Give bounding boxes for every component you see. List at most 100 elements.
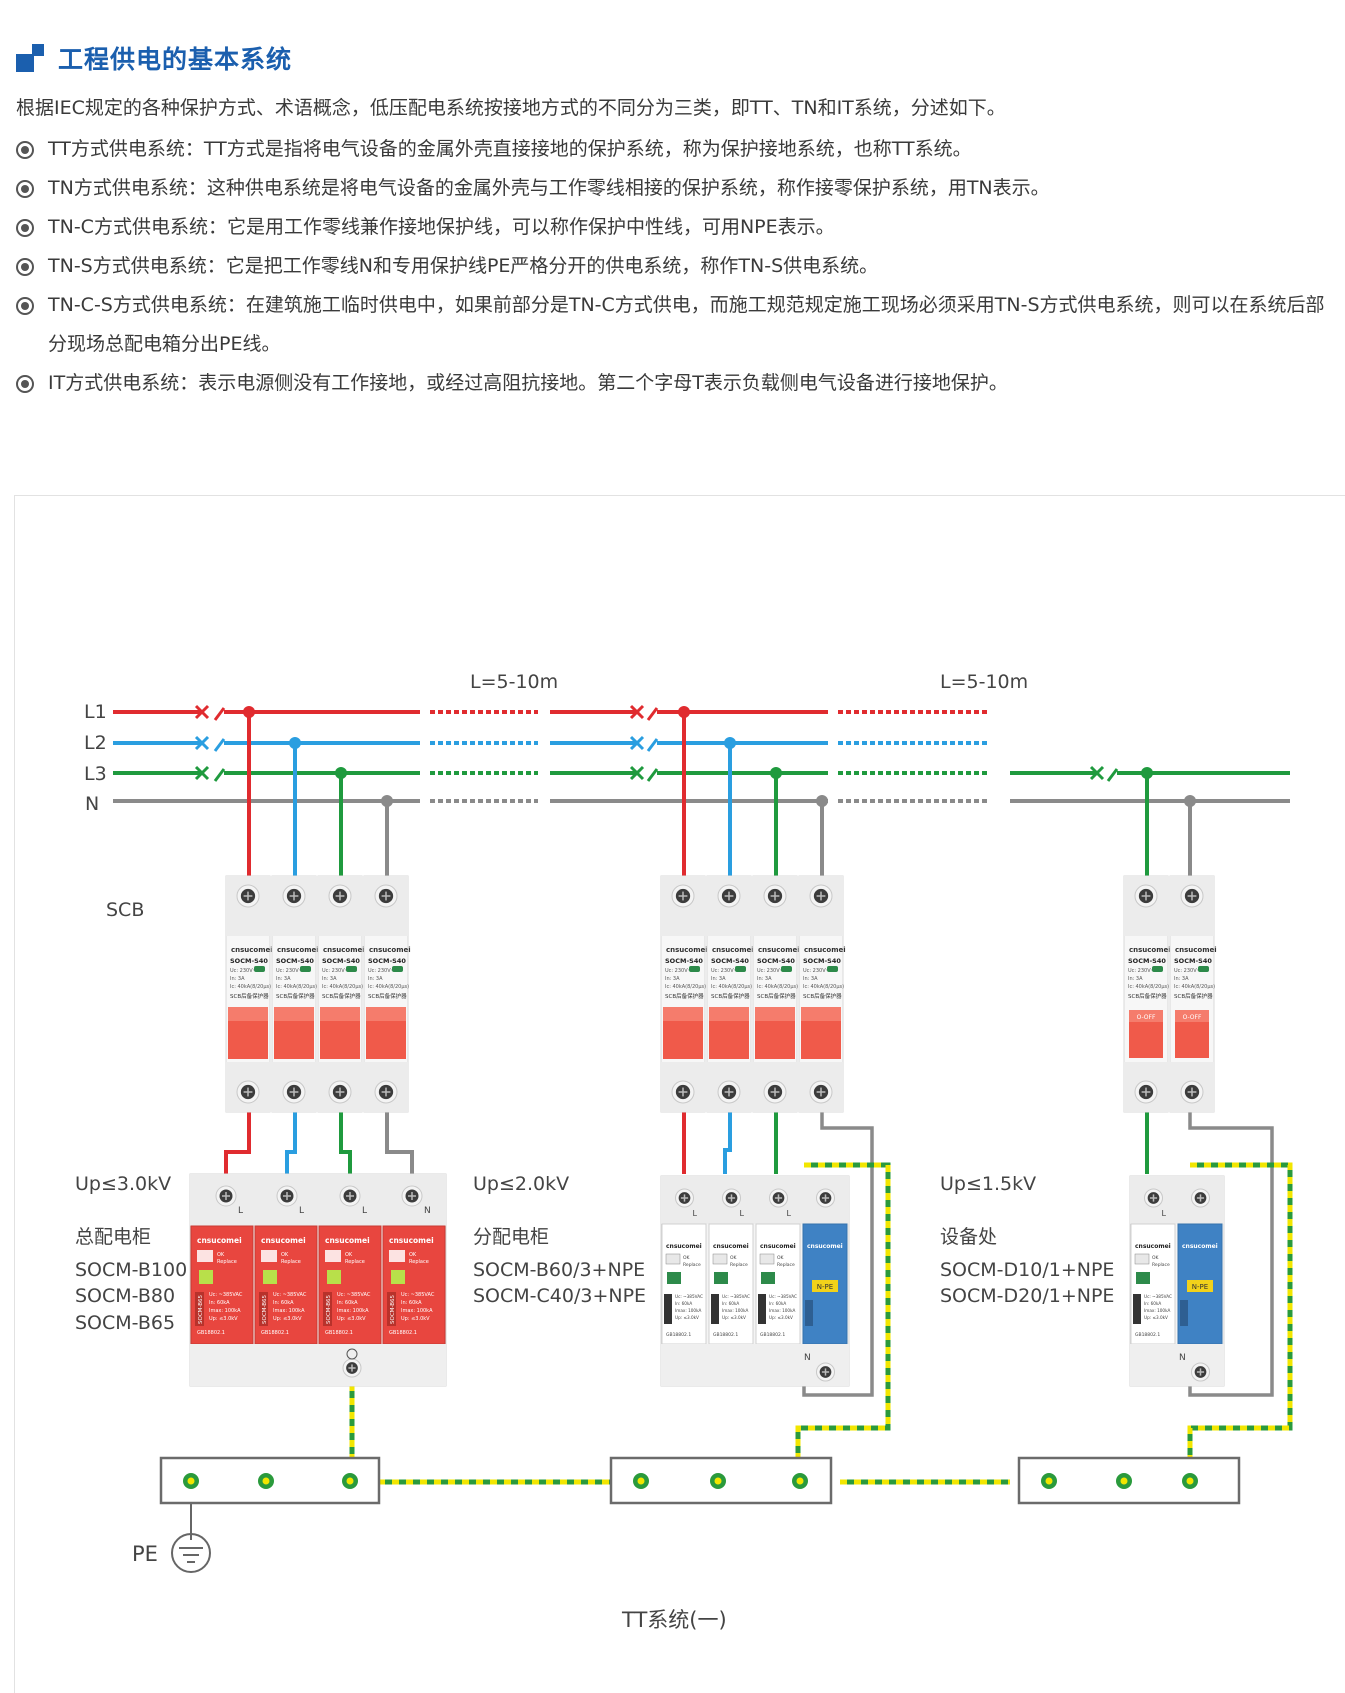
spd-status-window bbox=[327, 1270, 341, 1284]
model-label: SOCM-B80 bbox=[75, 1285, 175, 1307]
scb-rating: Ic: 40kA(8/20μs) bbox=[230, 984, 271, 990]
spd-rating: Imax: 100kA bbox=[337, 1308, 369, 1314]
scb-name: SCB后备保护器 bbox=[757, 992, 796, 1000]
wire bbox=[339, 1112, 352, 1174]
scb-handle-top bbox=[1175, 1010, 1209, 1022]
model-label: SOCM-D20/1+NPE bbox=[940, 1285, 1114, 1307]
wire bbox=[285, 1112, 297, 1174]
scb-status-window bbox=[735, 966, 746, 972]
scb-rating: In: 3A bbox=[665, 976, 680, 982]
spd-rating: Uc: ~385VAC bbox=[273, 1292, 307, 1298]
earth-terminal-core bbox=[1186, 1477, 1194, 1485]
spd-rating: Uc: ~385VAC bbox=[769, 1294, 797, 1299]
cabinet-name: 设备处 bbox=[940, 1226, 997, 1248]
spd-replace-label: Replace bbox=[409, 1259, 429, 1265]
wire bbox=[385, 1112, 414, 1174]
scb-brand: cnsucomei bbox=[758, 946, 800, 954]
segment-length-label: L=5-10m bbox=[470, 671, 558, 693]
scb-status-window bbox=[781, 966, 792, 972]
npe-label: N-PE bbox=[817, 1283, 833, 1291]
spd-side-band bbox=[805, 1300, 813, 1326]
bullet-text: TN方式供电系统：这种供电系统是将电气设备的金属外壳与工作零线相接的保护系统，称… bbox=[48, 177, 1050, 199]
spd-rating: Uc: ~385VAC bbox=[1144, 1294, 1172, 1299]
scb-name: SCB后备保护器 bbox=[1128, 992, 1167, 1000]
spd-brand: cnsucomei bbox=[760, 1243, 796, 1250]
spd-rating: Imax: 100kA bbox=[722, 1308, 749, 1313]
scb-rating: Ic: 40kA(8/20μs) bbox=[322, 984, 363, 990]
spd-ok-label: OK bbox=[409, 1252, 417, 1258]
scb-handle-top bbox=[320, 1007, 360, 1021]
spd-ok-label: OK bbox=[683, 1255, 691, 1261]
breaker-x-mark bbox=[629, 735, 645, 751]
scb-label: SCB bbox=[106, 899, 144, 921]
up-rating: Up≤3.0kV bbox=[75, 1173, 171, 1195]
terminal-label: N bbox=[424, 1206, 431, 1216]
spd-indicator-label bbox=[261, 1250, 277, 1262]
scb-rating: Uc: 230V~ bbox=[711, 968, 738, 974]
intro-text: 根据IEC规定的各种保护方式、术语概念，低压配电系统按接地方式的不同分为三类，即… bbox=[16, 97, 1006, 119]
scb-status-window bbox=[346, 966, 357, 972]
scb-handle-top bbox=[1129, 1010, 1163, 1022]
spd-status-window bbox=[1136, 1272, 1150, 1284]
spd-ok-label: OK bbox=[345, 1252, 353, 1258]
scb-status-window bbox=[689, 966, 700, 972]
spd-indicator-label bbox=[389, 1250, 405, 1262]
spd-status-window bbox=[263, 1270, 277, 1284]
spd-indicator-label bbox=[325, 1250, 341, 1262]
bullet-text: IT方式供电系统：表示电源侧没有工作接地，或经过高阻抗接地。第二个字母T表示负载… bbox=[48, 372, 1008, 394]
scb-brand: cnsucomei bbox=[666, 946, 708, 954]
spd-indicator-label bbox=[665, 1253, 681, 1265]
spd-replace-label: Replace bbox=[1152, 1262, 1170, 1268]
spd-status-window bbox=[714, 1272, 728, 1284]
scb-model: SOCM-S40 bbox=[230, 957, 268, 965]
earth-terminal-core bbox=[187, 1477, 195, 1485]
spd-rating: Uc: ~385VAC bbox=[675, 1294, 703, 1299]
bullet-item: TT方式供电系统：TT方式是指将电气设备的金属外壳直接接地的保护系统，称为保护接… bbox=[16, 130, 1336, 169]
scb-rating: Ic: 40kA(8/20μs) bbox=[711, 984, 752, 990]
scb-brand: cnsucomei bbox=[231, 946, 273, 954]
model-label: SOCM-B100 bbox=[75, 1259, 187, 1281]
scb-handle-top bbox=[274, 1007, 314, 1021]
scb-brand: cnsucomei bbox=[369, 946, 411, 954]
scb-handle-top bbox=[801, 1007, 841, 1021]
spd-ok-label: OK bbox=[281, 1252, 289, 1258]
terminal-label: L bbox=[693, 1209, 698, 1218]
spd-side-band bbox=[1180, 1300, 1188, 1326]
breaker-contact bbox=[646, 768, 659, 782]
spd-rating: In: 60kA bbox=[675, 1301, 692, 1306]
spd-brand: cnsucomei bbox=[807, 1243, 843, 1250]
bullet-dot-icon bbox=[16, 297, 34, 315]
spd-rating: In: 60kA bbox=[722, 1301, 739, 1306]
section-header: 工程供电的基本系统 bbox=[16, 40, 292, 76]
spd-rating: Uc: ~385VAC bbox=[401, 1292, 435, 1298]
ground-symbol-icon bbox=[346, 1348, 358, 1360]
scb-rating: Ic: 40kA(8/20μs) bbox=[368, 984, 409, 990]
scb-brand: cnsucomei bbox=[323, 946, 365, 954]
scb-status-window bbox=[827, 966, 838, 972]
spd-brand: cnsucomei bbox=[1135, 1243, 1171, 1250]
spd-rating: Imax: 100kA bbox=[675, 1308, 702, 1313]
scb-rating: Ic: 40kA(8/20μs) bbox=[1128, 984, 1169, 990]
terminal-label: L bbox=[1162, 1209, 1167, 1218]
scb-rating: In: 3A bbox=[276, 976, 291, 982]
scb-rating: In: 3A bbox=[322, 976, 337, 982]
spd-rating: In: 60kA bbox=[209, 1300, 230, 1306]
spd-brand: cnsucomei bbox=[389, 1236, 434, 1245]
scb-rating: Ic: 40kA(8/20μs) bbox=[757, 984, 798, 990]
spd-standard: GB18802.1 bbox=[325, 1330, 353, 1336]
wire bbox=[723, 1112, 732, 1174]
bullet-item: IT方式供电系统：表示电源侧没有工作接地，或经过高阻抗接地。第二个字母T表示负载… bbox=[16, 364, 1336, 403]
breaker-contact bbox=[213, 707, 226, 721]
spd-standard: GB18802.1 bbox=[261, 1330, 289, 1336]
spd-rating: Imax: 100kA bbox=[209, 1308, 241, 1314]
line-label-l2: L2 bbox=[84, 732, 107, 754]
scb-rating: In: 3A bbox=[368, 976, 383, 982]
junction-dot bbox=[335, 767, 347, 779]
spd-replace-label: Replace bbox=[281, 1259, 301, 1265]
scb-model: SOCM-S40 bbox=[368, 957, 406, 965]
spd-brand: cnsucomei bbox=[666, 1243, 702, 1250]
spd-rating: Imax: 100kA bbox=[1144, 1308, 1171, 1313]
spd-replace-label: Replace bbox=[683, 1262, 701, 1268]
junction-dot bbox=[770, 767, 782, 779]
